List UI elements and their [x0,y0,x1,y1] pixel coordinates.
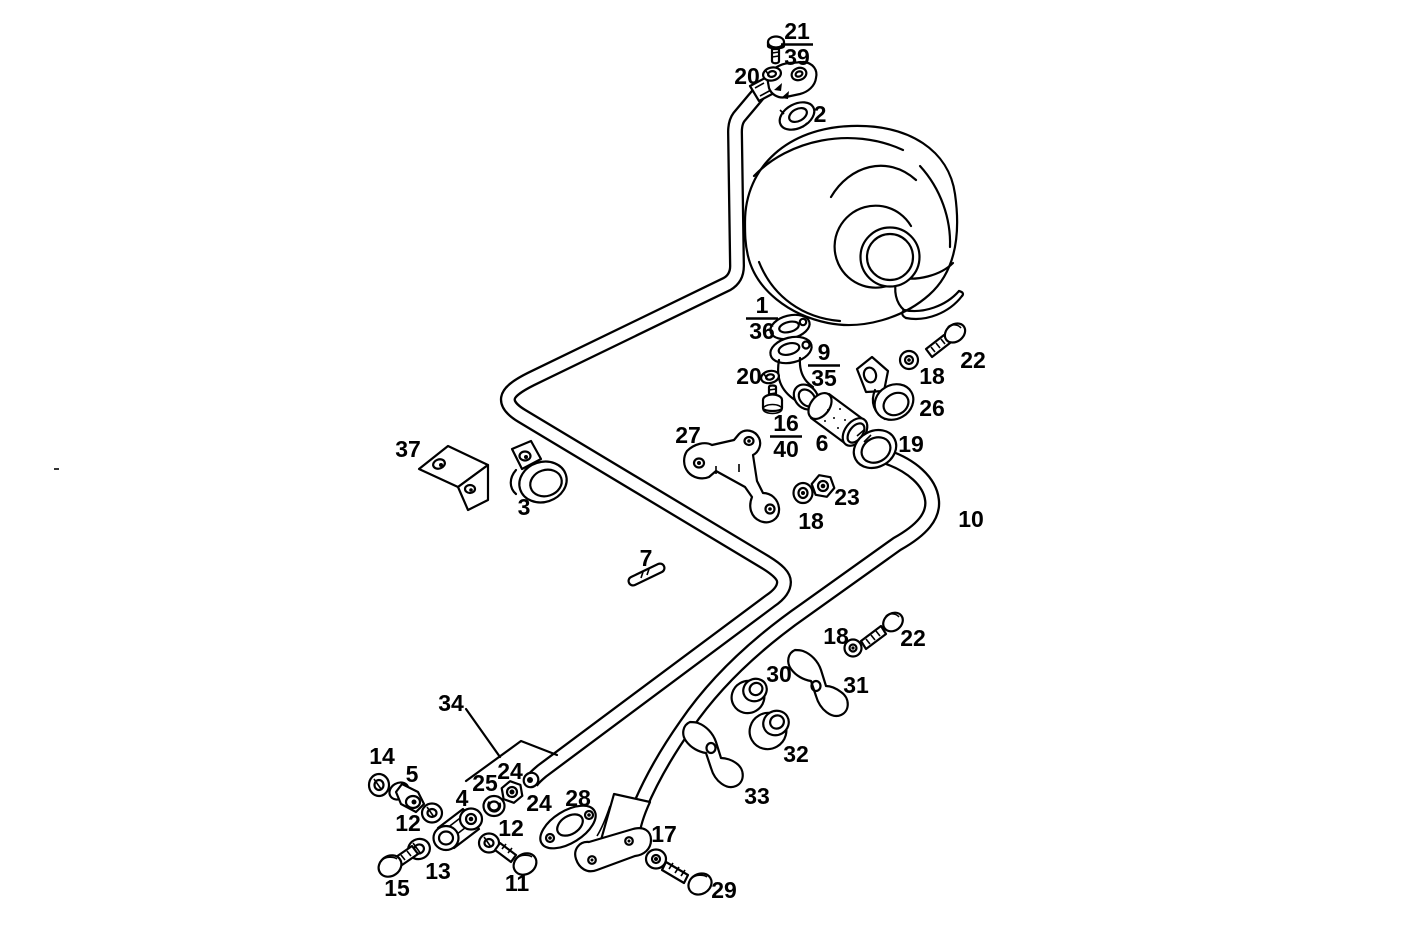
nut-24 [500,780,524,804]
plug-5 [388,781,426,814]
callout-3-13: 3 [518,494,531,520]
hose-clamp-19 [852,428,898,470]
bolt-22-top [924,322,967,359]
callout-12-25: 12 [498,815,524,841]
bushing-30 [730,677,768,715]
bushing-32 [748,709,790,751]
washer-18-top [898,349,920,371]
callout-7-14: 7 [640,545,653,571]
callout-14-16: 14 [369,743,395,769]
callout-2-1: 2 [814,101,827,127]
callout-31-31: 31 [843,672,869,698]
callout-13-23: 13 [425,858,451,884]
washer-18-middle [792,481,814,505]
callout-4-19: 4 [456,785,469,811]
callout-30-30: 30 [766,661,792,687]
washer-18-bottom [843,638,863,658]
clamp-half-31 [787,648,849,718]
feed-pipe-end [522,771,540,789]
bolt-22-bottom [859,611,904,651]
fraction-bottom-40: 40 [773,436,799,462]
callout-18-10: 18 [798,508,824,534]
turbocharger-housing [743,124,965,327]
nut-23 [810,474,836,498]
callout-17-28: 17 [651,821,677,847]
washer-14 [367,772,391,798]
clamp-26 [855,355,915,421]
lock-washer-25 [482,794,506,818]
washer-12-left [420,802,444,824]
fraction-top-16: 16 [773,410,799,436]
fraction-bottom-39: 39 [784,44,810,70]
callout-26-4: 26 [919,395,945,421]
callout-24-22: 24 [526,790,552,816]
callout-25-20: 25 [472,770,498,796]
callout-29-29: 29 [711,877,737,903]
flange-28 [539,804,597,850]
fraction-top-9: 9 [818,339,831,365]
callout-9-over-35: 935 [808,339,840,391]
fraction-top-1: 1 [756,292,769,318]
callout-32-32: 32 [783,741,809,767]
callout-20-7: 20 [736,363,762,389]
callout-11-26: 11 [505,870,530,896]
callout-18-34: 18 [823,623,849,649]
fraction-bottom-36: 36 [749,318,775,344]
pin-7 [627,562,666,587]
bolt-11 [493,841,538,876]
callout-37-12: 37 [395,436,421,462]
clamp-3 [509,439,568,504]
clamp-half-33 [682,720,744,789]
callout-23-9: 23 [834,484,860,510]
bracket-37 [417,444,490,512]
callout-20-0: 20 [734,63,760,89]
fraction-top-21: 21 [784,18,810,44]
washer-20-top [761,66,783,82]
callout-12-18: 12 [395,810,421,836]
callout-6-6: 6 [816,430,829,456]
callout-24-21: 24 [497,758,523,784]
callout-15-24: 15 [384,875,410,901]
elbow-flange-9-35 [769,335,820,411]
callout-27-8: 27 [675,422,701,448]
bolt-21-39 [766,35,786,65]
washer-20-middle [760,369,780,385]
bolt-15 [377,844,420,878]
hose-6-stipple [824,408,846,429]
callout-19-5: 19 [898,431,924,457]
fraction-bottom-35: 35 [811,365,837,391]
union-4 [432,807,484,852]
callout-10-11: 10 [958,506,984,532]
oil-feed-pipe [499,86,792,787]
callout-5-17: 5 [406,761,419,787]
bracket-27 [683,429,781,524]
callout-22-2: 22 [960,347,986,373]
washer-17 [644,848,668,870]
bolt-29 [660,860,713,896]
bolt-16-40 [761,384,784,415]
callout-18-3: 18 [919,363,945,389]
return-pipe-elbow [574,792,653,873]
callout-34-15: 34 [438,690,464,716]
oil-return-pipe [574,448,941,873]
callout-22-35: 22 [900,625,926,651]
callout-1-over-36: 136 [746,292,778,344]
assembly-34-leader [464,707,559,783]
callout-33-33: 33 [744,783,770,809]
gasket-2 [778,101,816,131]
callout-28-27: 28 [565,785,591,811]
